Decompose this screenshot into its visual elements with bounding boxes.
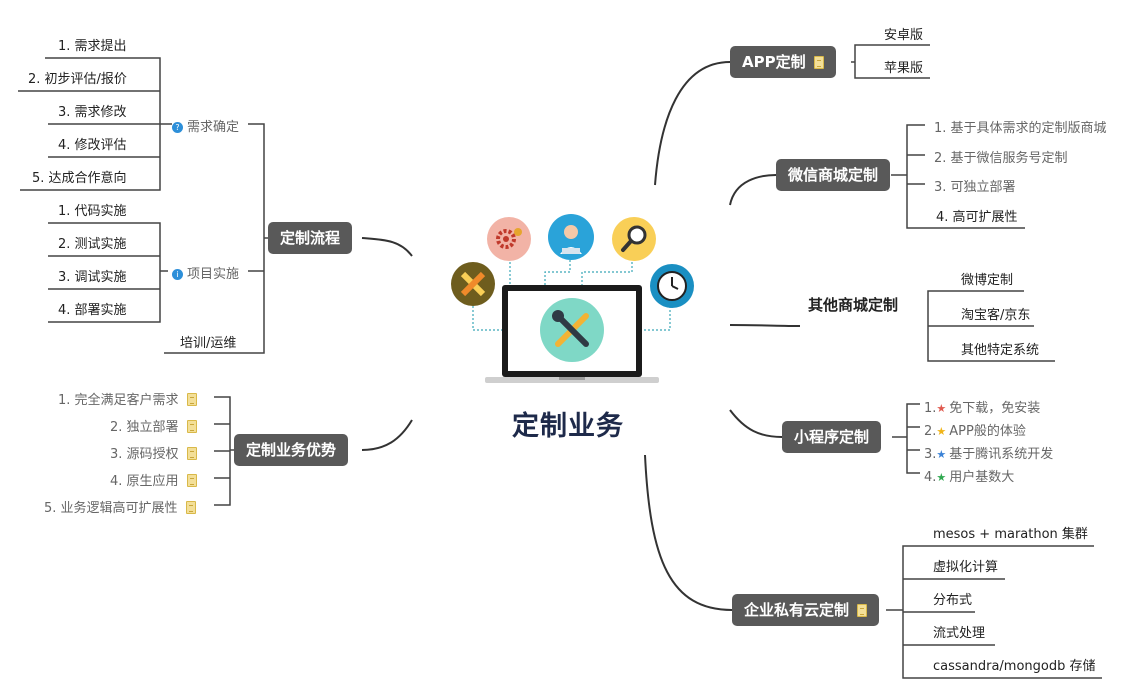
document-icon	[186, 447, 197, 460]
document-icon	[185, 501, 196, 514]
node-app[interactable]: APP定制	[730, 46, 836, 78]
flow-impl-item-1[interactable]: 1. 代码实施	[58, 204, 127, 219]
document-icon	[186, 474, 197, 487]
node-other-mall[interactable]: 其他商城定制	[808, 296, 899, 314]
flow-req-item-2[interactable]: 2. 初步评估/报价	[28, 72, 127, 87]
star-icon: ★	[936, 448, 947, 461]
mini-item-1[interactable]: 1.★免下载，免安装	[924, 401, 1041, 416]
wechat-item-4[interactable]: 4. 高可扩展性	[936, 210, 1018, 225]
pencil-ruler-icon	[451, 262, 495, 306]
node-advantages[interactable]: 定制业务优势	[234, 434, 349, 466]
other-item-special[interactable]: 其他特定系统	[961, 343, 1040, 358]
central-topic[interactable]: 定制业务	[512, 411, 624, 442]
person-icon	[548, 214, 594, 260]
star-icon: ★	[936, 425, 947, 438]
star-icon: ★	[936, 471, 947, 484]
magnifier-icon	[612, 217, 656, 261]
flow-impl-item-2[interactable]: 2. 测试实施	[58, 237, 127, 252]
advantage-item-3[interactable]: 3. 源码授权	[110, 443, 197, 462]
group-requirement[interactable]: ?需求确定	[172, 116, 239, 135]
cloud-item-4[interactable]: 流式处理	[933, 626, 986, 641]
document-icon	[857, 604, 868, 617]
node-miniprogram[interactable]: 小程序定制	[782, 421, 882, 453]
app-item-ios[interactable]: 苹果版	[884, 61, 924, 76]
gear-icon	[487, 217, 531, 261]
wechat-item-1[interactable]: 1. 基于具体需求的定制版商城	[934, 121, 1107, 136]
flow-impl-item-3[interactable]: 3. 调试实施	[58, 270, 127, 285]
cloud-item-3[interactable]: 分布式	[933, 593, 973, 608]
other-item-taobao[interactable]: 淘宝客/京东	[961, 308, 1031, 323]
mini-item-3[interactable]: 3.★基于腾讯系统开发	[924, 447, 1054, 462]
clock-icon	[650, 264, 694, 308]
app-item-android[interactable]: 安卓版	[884, 28, 924, 43]
advantage-item-2[interactable]: 2. 独立部署	[110, 416, 197, 435]
flow-req-item-1[interactable]: 1. 需求提出	[58, 39, 127, 54]
advantage-item-1[interactable]: 1. 完全满足客户需求	[58, 389, 197, 408]
info-icon: i	[172, 269, 183, 280]
star-icon: ★	[936, 402, 947, 415]
tools-icon	[540, 298, 604, 362]
flow-req-item-3[interactable]: 3. 需求修改	[58, 105, 127, 120]
advantage-item-4[interactable]: 4. 原生应用	[110, 470, 197, 489]
info-icon: ?	[172, 122, 183, 133]
wechat-item-2[interactable]: 2. 基于微信服务号定制	[934, 151, 1068, 166]
flow-req-item-4[interactable]: 4. 修改评估	[58, 138, 127, 153]
node-private-cloud[interactable]: 企业私有云定制	[732, 594, 880, 626]
advantage-item-5[interactable]: 5. 业务逻辑高可扩展性	[44, 497, 196, 516]
node-custom-flow[interactable]: 定制流程	[268, 222, 353, 254]
cloud-item-1[interactable]: mesos + marathon 集群	[933, 527, 1088, 542]
document-icon	[186, 393, 197, 406]
cloud-item-2[interactable]: 虚拟化计算	[933, 560, 999, 575]
document-icon	[186, 420, 197, 433]
cloud-item-5[interactable]: cassandra/mongodb 存储	[933, 659, 1096, 674]
node-wechat[interactable]: 微信商城定制	[776, 159, 891, 191]
flow-impl-item-4[interactable]: 4. 部署实施	[58, 303, 127, 318]
mini-item-4[interactable]: 4.★用户基数大	[924, 470, 1015, 485]
mini-item-2[interactable]: 2.★APP般的体验	[924, 424, 1026, 439]
other-item-weibo[interactable]: 微博定制	[961, 273, 1014, 288]
flow-extra-item[interactable]: 培训/运维	[180, 336, 237, 351]
document-icon	[813, 56, 824, 69]
flow-req-item-5[interactable]: 5. 达成合作意向	[32, 171, 127, 186]
wechat-item-3[interactable]: 3. 可独立部署	[934, 180, 1016, 195]
